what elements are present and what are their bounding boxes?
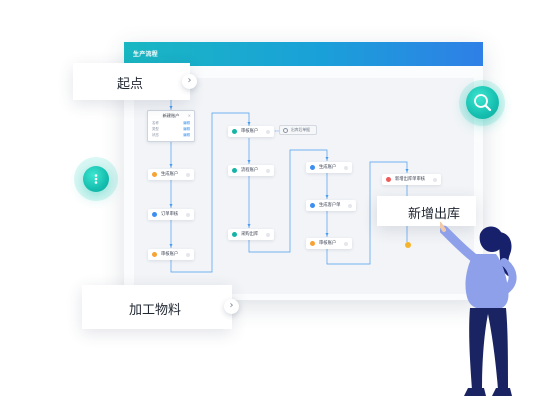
flow-node[interactable]: 审核账户 (306, 238, 353, 249)
node-handle[interactable] (186, 252, 191, 257)
node-label: 新增出库单审核 (395, 177, 426, 182)
callout-start: 起点 (73, 63, 190, 100)
node-handle[interactable] (344, 241, 349, 246)
node-handle[interactable] (433, 177, 438, 182)
flow-node[interactable]: 生成账户 (148, 169, 195, 180)
callout-start-label: 起点 (117, 77, 144, 92)
flow-node[interactable]: 流程账户 (228, 165, 275, 176)
node-label: 生成客户单 (319, 203, 341, 208)
start-card-title: 新建账户 (162, 113, 180, 118)
flow-node[interactable]: 订单审核 (148, 209, 195, 220)
node-label: 审核账户 (161, 252, 179, 257)
node-type-icon (152, 252, 157, 257)
node-handle[interactable] (344, 165, 349, 170)
clock-icon (283, 128, 288, 133)
row-key: 状态 (152, 133, 159, 137)
node-handle[interactable] (266, 168, 271, 173)
row-value-link[interactable]: 编辑 (183, 127, 190, 131)
node-label: 生成账户 (161, 172, 179, 177)
node-handle[interactable] (266, 129, 271, 134)
node-label: 订单审核 (161, 212, 179, 217)
node-label: 采购出库 (241, 232, 259, 237)
start-card-row: 状态 编辑 (152, 133, 190, 138)
callout-process: 加工物料 (82, 285, 232, 329)
more-button[interactable] (83, 166, 109, 192)
row-value-link[interactable]: 编辑 (183, 133, 190, 137)
timer-tag[interactable]: 出库后单据 (279, 125, 317, 135)
search-icon (474, 94, 492, 112)
node-type-icon (232, 129, 237, 134)
chevron-right-icon[interactable]: › (224, 299, 239, 314)
node-handle[interactable] (266, 232, 271, 237)
node-type-icon (232, 232, 237, 237)
node-type-icon (310, 165, 315, 170)
node-type-icon (232, 168, 237, 173)
window-header: 生产流程 (124, 42, 483, 66)
callout-new-out: 新增出库 (377, 196, 476, 226)
node-type-icon (152, 212, 157, 217)
more-vertical-icon (94, 174, 98, 184)
end-point-marker (405, 242, 411, 248)
flow-node[interactable]: 生成客户单 (306, 200, 357, 211)
flow-node[interactable]: 采购出库 (228, 229, 275, 240)
row-value-link[interactable]: 编辑 (183, 121, 190, 125)
node-handle[interactable] (186, 172, 191, 177)
node-handle[interactable] (186, 212, 191, 217)
flow-node[interactable]: 生成账户 (306, 162, 353, 173)
node-label: 审核账户 (319, 241, 337, 246)
row-key: 类型 (152, 127, 159, 131)
close-icon[interactable]: × (187, 113, 191, 118)
chevron-right-icon[interactable]: › (182, 74, 197, 89)
node-type-icon (152, 172, 157, 177)
node-type-icon (386, 177, 391, 182)
node-label: 审核账户 (241, 129, 259, 134)
node-label: 生成账户 (319, 165, 337, 170)
node-type-icon (310, 241, 315, 246)
node-handle[interactable] (348, 203, 353, 208)
start-card-row: 名称 编辑 (152, 121, 190, 126)
callout-process-label: 加工物料 (129, 303, 182, 318)
tag-label: 出库后单据 (291, 127, 310, 132)
start-node-card[interactable]: 新建账户 × 名称 编辑 类型 编辑 状态 编辑 (147, 110, 195, 142)
flow-node[interactable]: 审核账户 (148, 249, 195, 260)
node-type-icon (310, 203, 315, 208)
callout-new-out-label: 新增出库 (408, 207, 461, 222)
flow-node[interactable]: 审核账户 (228, 126, 275, 137)
flow-node[interactable]: 新增出库单审核 (382, 174, 442, 185)
start-card-row: 类型 编辑 (152, 127, 190, 132)
person-illustration (440, 222, 517, 396)
node-label: 流程账户 (241, 168, 259, 173)
search-button[interactable] (466, 86, 499, 119)
row-key: 名称 (152, 121, 159, 125)
window-title: 生产流程 (133, 51, 158, 58)
